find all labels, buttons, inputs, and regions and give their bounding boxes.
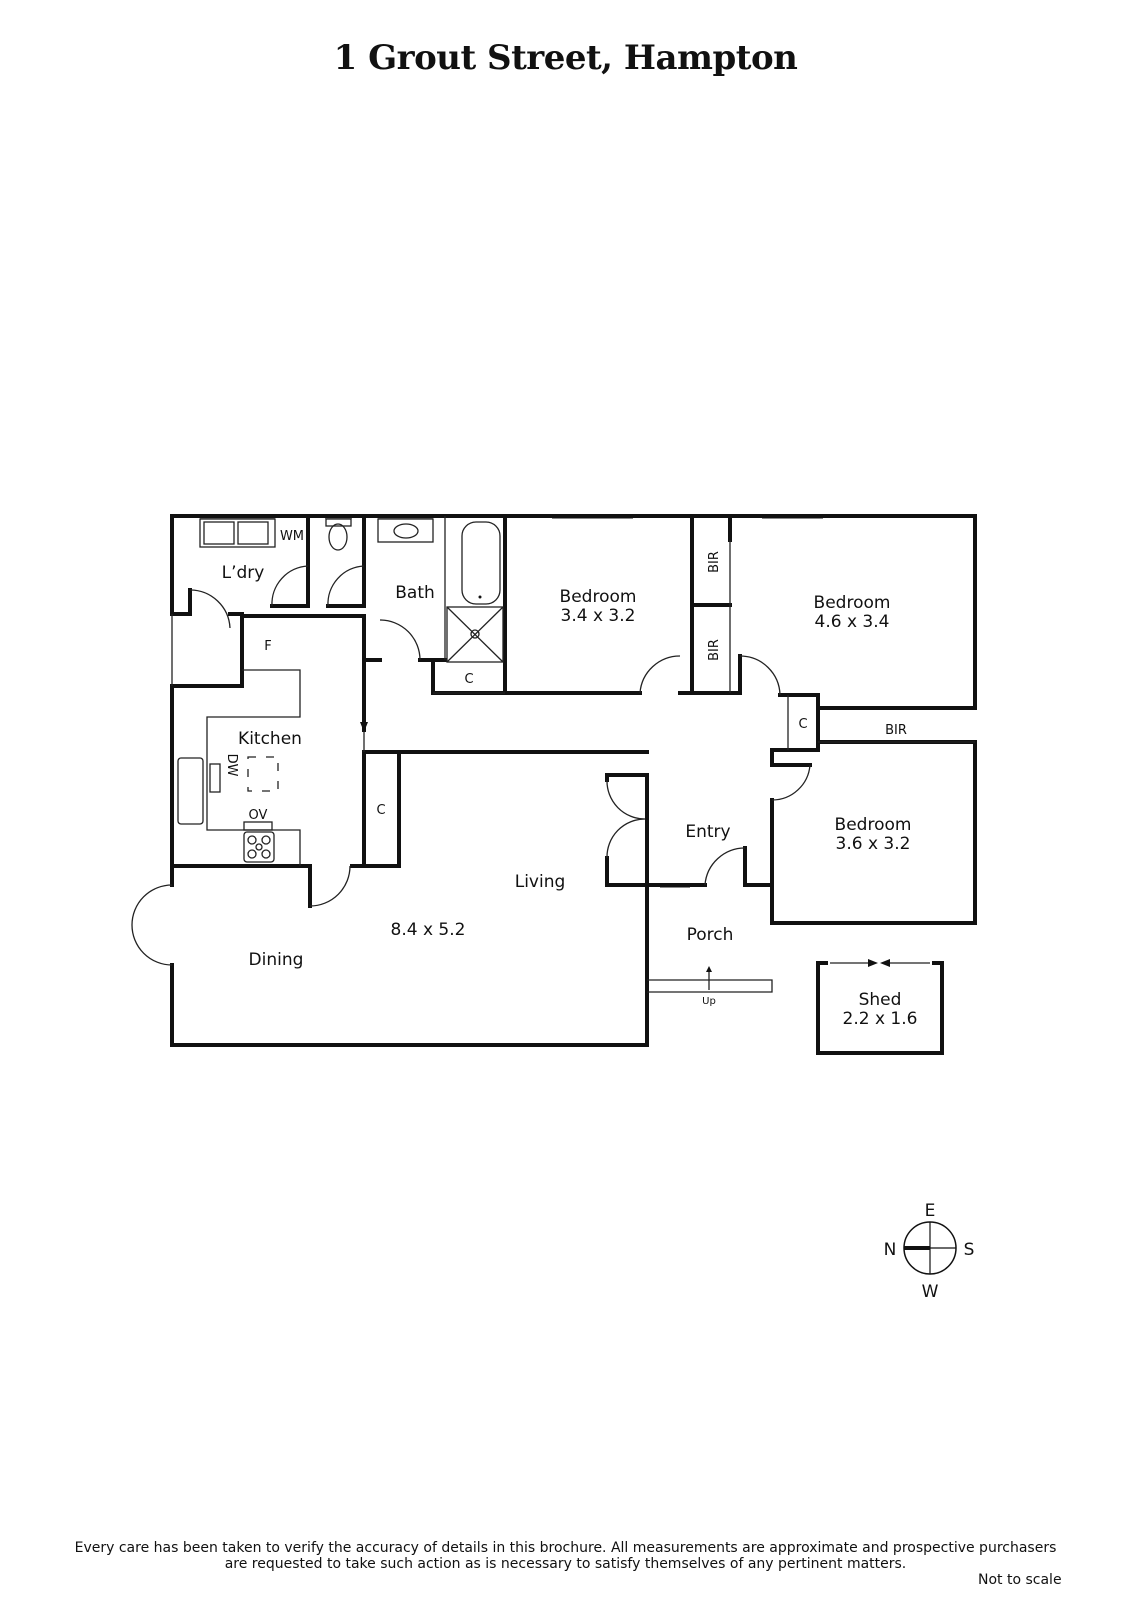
room-label-living: Living — [515, 872, 566, 892]
disclaimer-line-2: are requested to take such action as is … — [224, 1556, 907, 1572]
closet-label-hall: C — [798, 717, 807, 732]
compass-e: E — [925, 1201, 936, 1221]
disclaimer-line-1: Every care has been taken to verify the … — [74, 1540, 1057, 1556]
compass-w: W — [922, 1282, 939, 1302]
room-size-bedroom-2: 4.6 x 3.4 — [815, 612, 890, 632]
disclaimer: Every care has been taken to verify the … — [0, 1540, 1131, 1572]
room-label-entry: Entry — [685, 822, 730, 842]
oven-label: OV — [249, 808, 268, 823]
dishwasher-label: DW — [224, 754, 239, 777]
room-label-bath: Bath — [395, 583, 435, 603]
fridge-label: F — [264, 639, 271, 654]
steps-up-label: Up — [702, 996, 716, 1007]
room-label-bedroom-2: Bedroom — [814, 593, 891, 613]
compass-n: N — [884, 1240, 897, 1260]
bir-label-1: BIR — [707, 551, 722, 573]
compass-s: S — [964, 1240, 975, 1260]
closet-label-living: C — [376, 803, 385, 818]
room-size-bedroom-3: 3.6 x 3.2 — [836, 834, 911, 854]
page-title: 1 Grout Street, Hampton — [333, 38, 798, 78]
room-label-shed: Shed — [859, 990, 902, 1010]
bir-label-2: BIR — [707, 639, 722, 661]
room-label-kitchen: Kitchen — [238, 729, 302, 749]
room-label-porch: Porch — [687, 925, 734, 945]
room-size-living: 8.4 x 5.2 — [391, 920, 466, 940]
room-label-dining: Dining — [249, 950, 304, 970]
room-size-bedroom-1: 3.4 x 3.2 — [561, 606, 636, 626]
compass-icon: E N S W — [884, 1201, 975, 1302]
room-size-shed: 2.2 x 1.6 — [843, 1009, 918, 1029]
closet-label-bath: C — [464, 672, 473, 687]
room-label-laundry: L’dry — [222, 563, 265, 583]
washing-machine-label: WM — [280, 529, 304, 544]
room-label-bedroom-1: Bedroom — [560, 587, 637, 607]
not-to-scale-note: Not to scale — [978, 1572, 1062, 1588]
room-label-bedroom-3: Bedroom — [835, 815, 912, 835]
bir-label-3: BIR — [885, 723, 907, 738]
fixtures-and-doors — [131, 516, 975, 993]
